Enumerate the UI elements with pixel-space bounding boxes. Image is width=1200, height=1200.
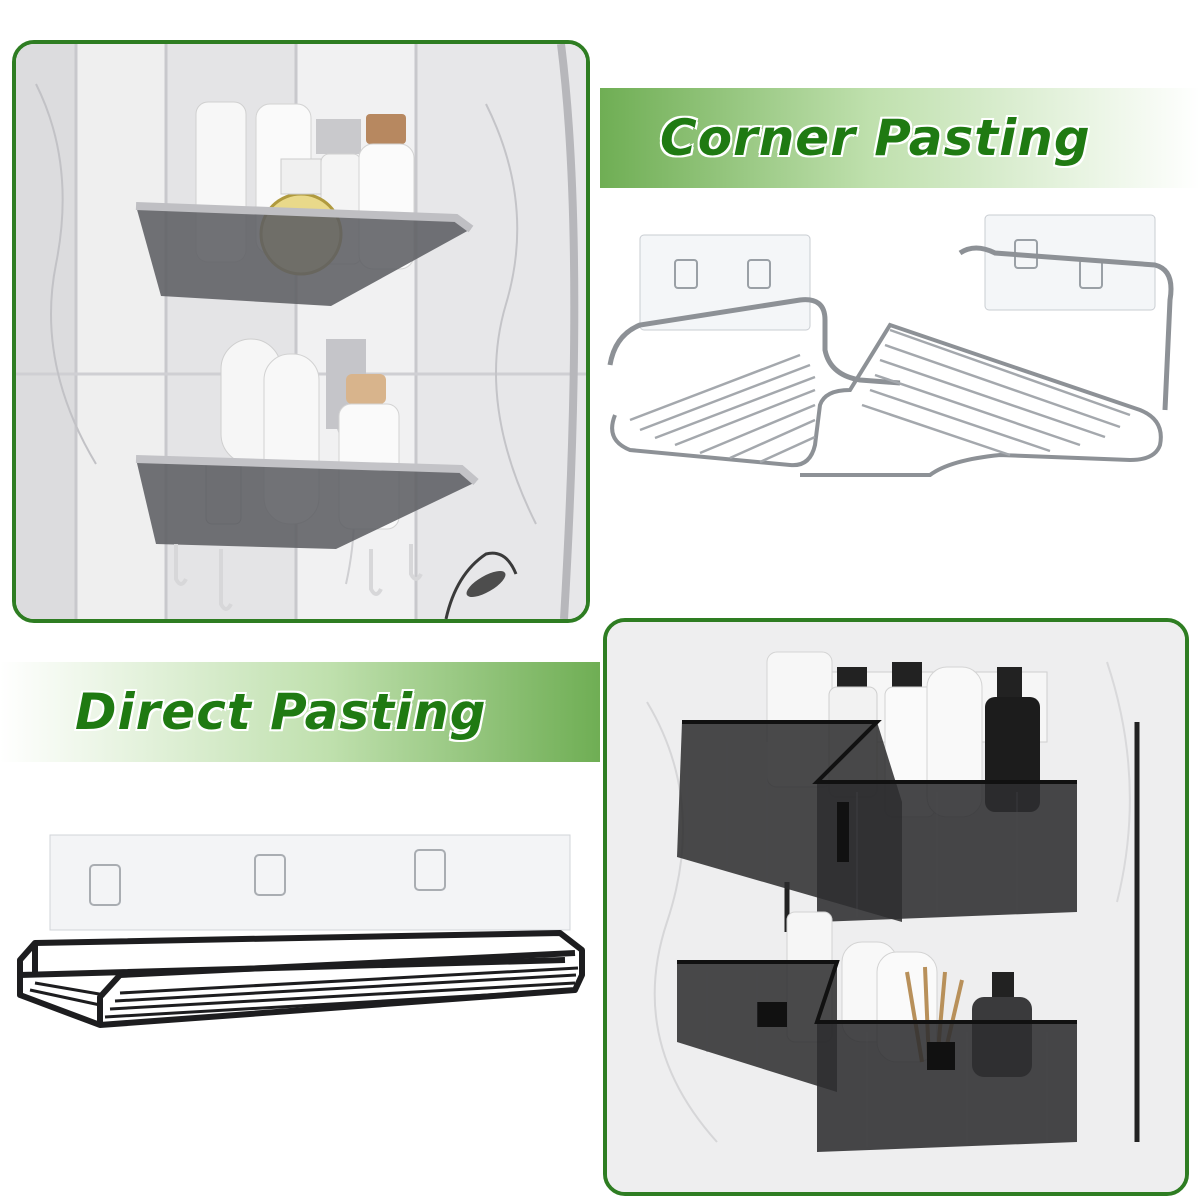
direct-pasting-label: Direct Pasting	[75, 683, 487, 741]
mesh-rack-photo	[603, 618, 1189, 1196]
corner-pasting-label: Corner Pasting	[660, 109, 1091, 167]
corner-pasting-banner: Corner Pasting	[600, 88, 1200, 188]
direct-pasting-banner: Direct Pasting	[0, 662, 600, 762]
mesh-rack-illustration	[607, 622, 1185, 1192]
corner-shelf-illustration	[16, 44, 586, 619]
corner-wire-shelf-image	[607, 214, 1174, 477]
direct-wire-shelf-image	[17, 834, 585, 1028]
corner-shelf-photo	[12, 40, 590, 623]
